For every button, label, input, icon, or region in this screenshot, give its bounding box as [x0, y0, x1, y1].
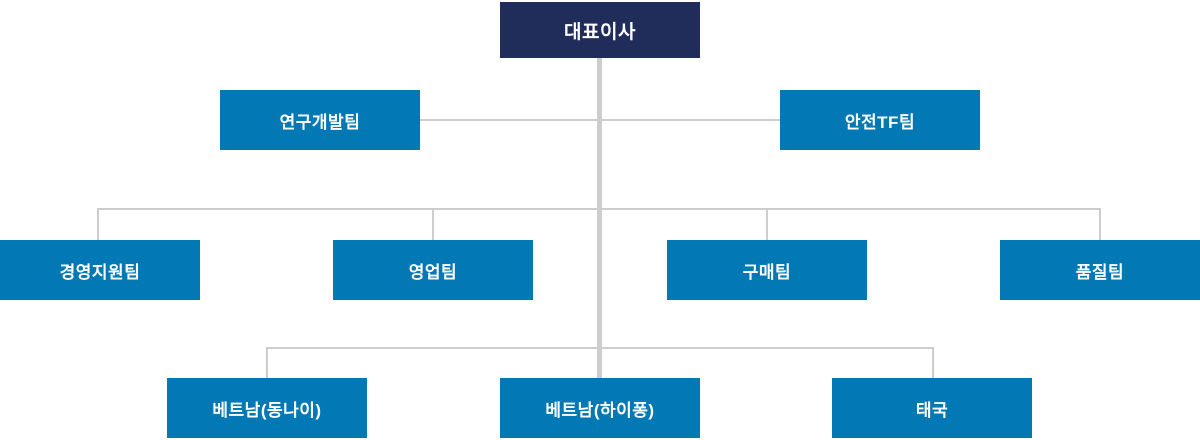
org-node-thailand: 태국	[832, 378, 1032, 438]
org-node-label: 태국	[915, 400, 949, 420]
org-node-label: 구매팀	[742, 262, 792, 282]
org-node-label: 베트남(하이퐁)	[545, 400, 655, 420]
org-node-safety-tf-team: 안전TF팀	[780, 90, 980, 150]
connector-departments-horizontal	[97, 208, 1101, 210]
org-node-label: 영업팀	[408, 262, 458, 282]
org-node-sales-team: 영업팀	[333, 240, 533, 300]
org-node-label: 대표이사	[564, 21, 636, 43]
connector-staff-horizontal	[420, 119, 780, 121]
org-node-vietnam-haiphong: 베트남(하이퐁)	[500, 378, 700, 438]
org-node-label: 베트남(동나이)	[212, 400, 322, 420]
connector-stub-overseas-3	[932, 347, 934, 378]
org-node-label: 안전TF팀	[844, 112, 916, 132]
org-node-purchasing-team: 구매팀	[667, 240, 867, 300]
org-node-quality-team: 품질팀	[1000, 240, 1200, 300]
org-node-ceo: 대표이사	[500, 2, 700, 58]
connector-overseas-horizontal	[266, 347, 934, 349]
connector-stub-dept-1	[97, 208, 99, 240]
connector-stub-dept-3	[766, 208, 768, 240]
org-node-vietnam-dongnai: 베트남(동나이)	[167, 378, 367, 438]
connector-trunk-vertical	[597, 58, 602, 378]
org-node-label: 경영지원팀	[59, 262, 141, 282]
connector-stub-overseas-1	[266, 347, 268, 378]
connector-stub-dept-2	[432, 208, 434, 240]
org-node-rnd-team: 연구개발팀	[220, 90, 420, 150]
connector-stub-dept-4	[1099, 208, 1101, 240]
org-node-label: 연구개발팀	[279, 112, 361, 132]
org-node-label: 품질팀	[1075, 262, 1125, 282]
org-node-management-support-team: 경영지원팀	[0, 240, 200, 300]
